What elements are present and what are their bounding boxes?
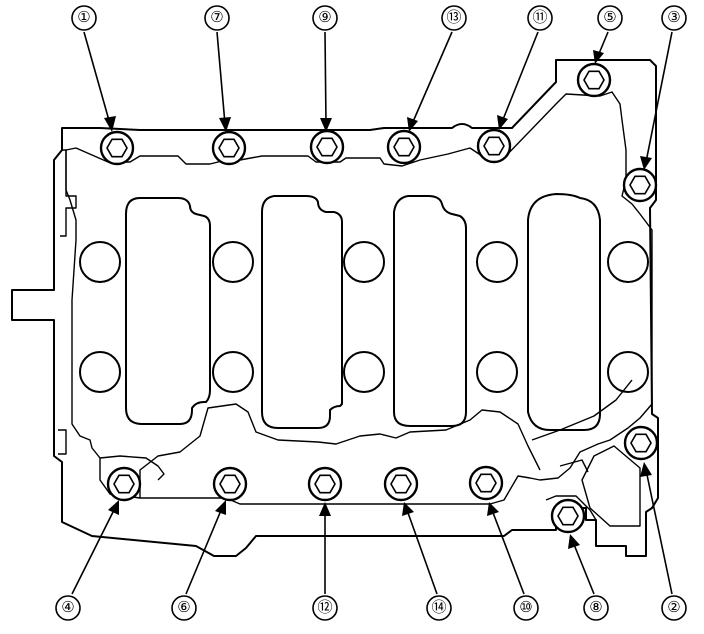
bolt-7: ⑦	[204, 5, 247, 166]
bore-opening-3	[393, 195, 467, 427]
bore-openings	[125, 193, 601, 431]
bolt-4: ④	[55, 466, 142, 621]
bolt-2: ②	[623, 425, 687, 621]
block-outline	[11, 59, 659, 557]
callout-3: ③	[667, 10, 680, 26]
callout-13: ⑬	[446, 9, 461, 26]
callout-2: ②	[667, 600, 680, 616]
callout-5: ⑤	[603, 10, 616, 26]
journal-hole	[476, 241, 518, 283]
callout-7: ⑦	[210, 10, 223, 26]
journal-hole	[212, 241, 254, 283]
journal-hole	[79, 241, 121, 283]
bolt-6: ⑥	[171, 466, 248, 621]
bolt-13: ⑬	[386, 5, 467, 165]
journal-hole	[343, 351, 385, 393]
bolt-14: ⑭	[383, 466, 452, 621]
bolt-3: ③	[622, 5, 687, 203]
journal-hole	[607, 351, 649, 393]
journal-hole	[343, 241, 385, 283]
journal-holes	[79, 241, 649, 393]
journal-hole	[607, 241, 649, 283]
callout-6: ⑥	[177, 600, 190, 616]
callout-12: ⑫	[317, 599, 332, 616]
bolt-5: ⑤	[576, 5, 623, 98]
journal-hole	[212, 351, 254, 393]
callout-10: ⑩	[519, 600, 532, 616]
callout-11: ⑪	[532, 9, 547, 26]
bore-opening-1	[125, 197, 211, 425]
callout-14: ⑭	[431, 599, 446, 616]
bolt-9: ⑨	[309, 5, 345, 165]
callout-1: ①	[77, 10, 90, 26]
callout-9: ⑨	[318, 10, 331, 26]
bolt-12: ⑫	[307, 466, 343, 621]
journal-hole	[476, 351, 518, 393]
journal-hole	[79, 351, 121, 393]
bore-opening-4	[527, 193, 601, 431]
callout-4: ④	[61, 600, 74, 616]
callout-8: ⑧	[589, 600, 602, 616]
bore-opening-2	[261, 195, 343, 429]
bolt-1: ①	[71, 5, 135, 166]
bolt-11: ⑪	[476, 5, 553, 164]
bolt-10: ⑩	[468, 465, 539, 621]
bolt-8: ⑧	[550, 498, 609, 621]
